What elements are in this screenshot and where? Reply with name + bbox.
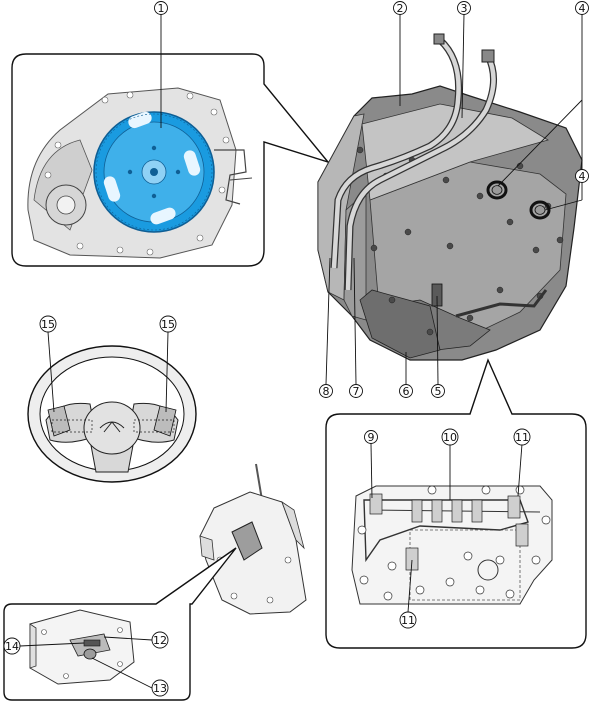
svg-text:12: 12 bbox=[153, 634, 167, 647]
switch-detail-inset bbox=[3, 547, 237, 701]
selector-lever-assembly bbox=[199, 463, 307, 615]
callout-7: 7 bbox=[349, 384, 363, 398]
callout-4-side: 4 bbox=[575, 169, 589, 183]
o-ring bbox=[486, 180, 508, 200]
svg-text:7: 7 bbox=[353, 385, 360, 398]
switch-housing-drawing bbox=[29, 609, 135, 685]
callout-10: 10 bbox=[441, 428, 459, 446]
svg-text:10: 10 bbox=[443, 431, 457, 444]
svg-text:11: 11 bbox=[401, 614, 415, 627]
callout-6: 6 bbox=[399, 384, 413, 398]
callouts: 1 2 3 4 4 5 6 7 bbox=[3, 1, 589, 697]
callout-1: 1 bbox=[154, 1, 168, 15]
callout-5: 5 bbox=[431, 384, 445, 398]
transmission-assembly bbox=[317, 33, 583, 361]
callout-15-right: 15 bbox=[159, 315, 177, 333]
svg-text:4: 4 bbox=[579, 2, 586, 15]
leader-lines bbox=[19, 13, 583, 689]
callout-11-bottom: 11 bbox=[399, 611, 417, 629]
control-valve-inset bbox=[325, 358, 587, 649]
callout-14: 14 bbox=[3, 637, 21, 655]
callout-13: 13 bbox=[151, 679, 169, 697]
callout-8: 8 bbox=[319, 384, 333, 398]
svg-text:4: 4 bbox=[579, 170, 586, 183]
drive-plate bbox=[93, 111, 215, 233]
callout-2: 2 bbox=[393, 1, 407, 15]
svg-text:2: 2 bbox=[397, 2, 404, 15]
svg-text:11: 11 bbox=[515, 431, 529, 444]
callout-9: 9 bbox=[364, 430, 378, 444]
svg-text:8: 8 bbox=[323, 385, 330, 398]
svg-text:3: 3 bbox=[461, 2, 468, 15]
svg-text:15: 15 bbox=[161, 318, 175, 331]
svg-text:6: 6 bbox=[403, 385, 410, 398]
callout-11-top: 11 bbox=[513, 428, 531, 446]
svg-text:15: 15 bbox=[41, 318, 55, 331]
svg-text:14: 14 bbox=[5, 640, 19, 653]
callout-15-left: 15 bbox=[39, 315, 57, 333]
torque-converter-inset bbox=[11, 53, 331, 267]
svg-text:1: 1 bbox=[158, 2, 165, 15]
svg-text:13: 13 bbox=[153, 682, 167, 695]
callout-3: 3 bbox=[457, 1, 471, 15]
svg-text:9: 9 bbox=[368, 431, 375, 444]
svg-text:5: 5 bbox=[435, 385, 442, 398]
steering-wheel bbox=[27, 345, 197, 483]
callout-12: 12 bbox=[151, 631, 169, 649]
valve-body-drawing bbox=[351, 485, 553, 605]
callout-4-top: 4 bbox=[575, 1, 589, 15]
